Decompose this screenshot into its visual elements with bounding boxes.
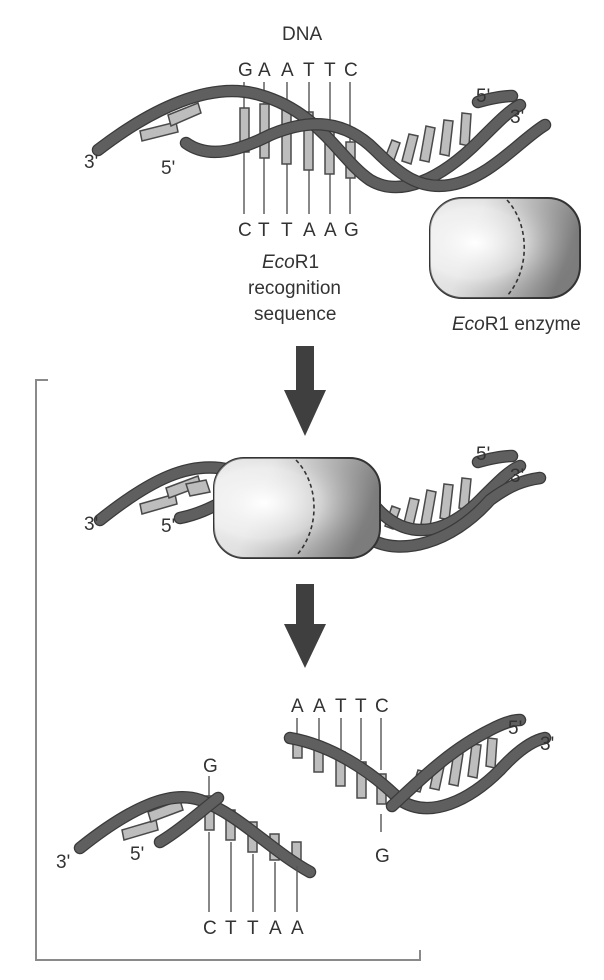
dna-title: DNA [282, 24, 322, 45]
bottom-base-3: T [281, 220, 293, 241]
top-base-2: A [258, 60, 271, 81]
recognition-eco: Eco [262, 252, 295, 273]
panel3-left-3prime: 3' [56, 852, 70, 873]
enzyme-label-eco: Eco [452, 314, 485, 335]
recognition-r1: R1 [295, 252, 319, 273]
panel1-left-5prime: 5' [161, 158, 175, 179]
panel1-right-5prime: 5' [476, 86, 490, 107]
top-base-4: T [303, 60, 315, 81]
top-sequence: G A A T T C [238, 60, 358, 81]
panel3-right-3prime: 3' [540, 734, 554, 755]
ecor1-enzyme [429, 197, 581, 299]
left-overhang-letters: C T T A A [203, 918, 304, 939]
arrow-down-2 [284, 584, 326, 668]
overhang-top-5: C [375, 696, 389, 717]
bottom-base-2: T [258, 220, 270, 241]
bottom-base-6: G [344, 220, 359, 241]
svg-text:EcoR1: EcoR1 [262, 252, 319, 273]
panel3-right-5prime: 5' [508, 718, 522, 739]
top-base-3: A [281, 60, 294, 81]
dna-panel-2: 3' 5' 5' 3' [84, 444, 547, 559]
overhang-bottom-1: C [203, 918, 217, 939]
panel2-left-helix [93, 461, 237, 527]
overhang-top-4: T [355, 696, 367, 717]
recognition-word: recognition [248, 278, 341, 299]
bottom-sequence: C T T A A G [238, 220, 359, 241]
dna-panel-1: DNA G A A T T C [84, 24, 581, 335]
top-base-1: G [238, 60, 253, 81]
panel3-left-5prime: 5' [130, 844, 144, 865]
bottom-base-5: A [324, 220, 337, 241]
panel1-left-3prime: 3' [84, 152, 98, 173]
panel2-right-helix [363, 449, 547, 553]
top-base-5: T [324, 60, 336, 81]
panel2-right-5prime: 5' [476, 444, 490, 465]
overhang-bottom-5: A [291, 918, 304, 939]
right-overhang-letters: A A T T C [291, 696, 389, 717]
top-base-6: C [344, 60, 358, 81]
svg-text:EcoR1 enzyme: EcoR1 enzyme [452, 314, 581, 335]
sequence-word: sequence [254, 304, 336, 325]
overhang-bottom-2: T [225, 918, 237, 939]
panel2-left-5prime: 5' [161, 516, 175, 537]
right-fragment-g: G [375, 846, 390, 867]
result-bracket [35, 379, 421, 961]
left-fragment: G C T T A A 3' [56, 756, 317, 939]
overhang-bottom-4: A [269, 918, 282, 939]
overhang-bottom-3: T [247, 918, 259, 939]
bound-enzyme [213, 457, 381, 559]
dna-strands [91, 84, 552, 194]
dna-panel-3: A A T T C G [56, 696, 554, 939]
overhang-top-1: A [291, 696, 304, 717]
bottom-base-1: C [238, 220, 252, 241]
panel2-right-3prime: 3' [510, 466, 524, 487]
overhang-top-2: A [313, 696, 326, 717]
enzyme-label-rest: R1 enzyme [485, 314, 581, 335]
recognition-label: EcoR1 recognition sequence [248, 252, 341, 325]
bottom-base-4: A [303, 220, 316, 241]
overhang-top-3: T [335, 696, 347, 717]
panel2-left-3prime: 3' [84, 514, 98, 535]
arrow-down-1 [284, 346, 326, 436]
panel1-right-3prime: 3' [510, 107, 524, 128]
left-fragment-g: G [203, 756, 218, 777]
right-fragment: A A T T C G [283, 696, 554, 867]
